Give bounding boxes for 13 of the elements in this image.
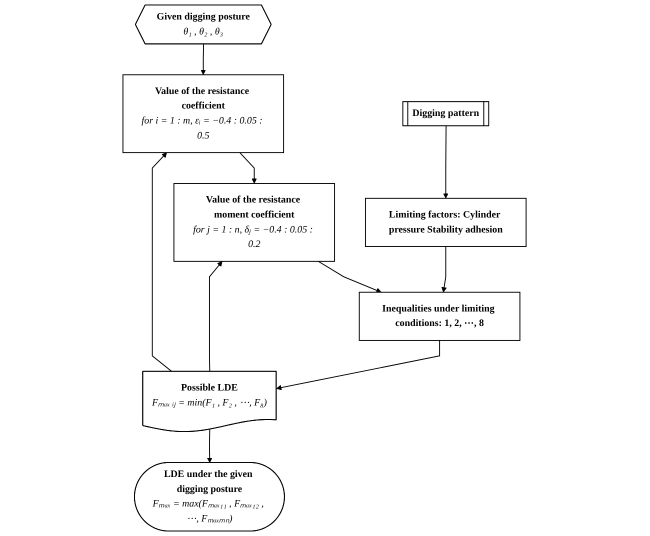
arrow	[240, 152, 258, 184]
arrow	[152, 152, 173, 372]
node-box: Value of the resistance moment coefficient for j = 1 : n, δⱼ = −0.4 : 0.05 : 0.2	[174, 183, 336, 262]
node-box: Inequalities under limiting conditions: 1, 2, ⋯, 8	[359, 292, 521, 341]
arrow	[209, 261, 223, 372]
arrow	[201, 44, 206, 75]
arrow	[442, 246, 448, 292]
arrow	[276, 340, 441, 390]
arrow	[318, 260, 382, 293]
node-box: Limiting factors: Cylinder pressure Stability adhesion	[365, 198, 528, 247]
arrow	[444, 126, 449, 199]
arrow	[207, 428, 213, 464]
node-box: Value of the resistance coefficient for i = 1 : m, εᵢ = −0.4 : 0.05 : 0.5	[122, 74, 285, 154]
